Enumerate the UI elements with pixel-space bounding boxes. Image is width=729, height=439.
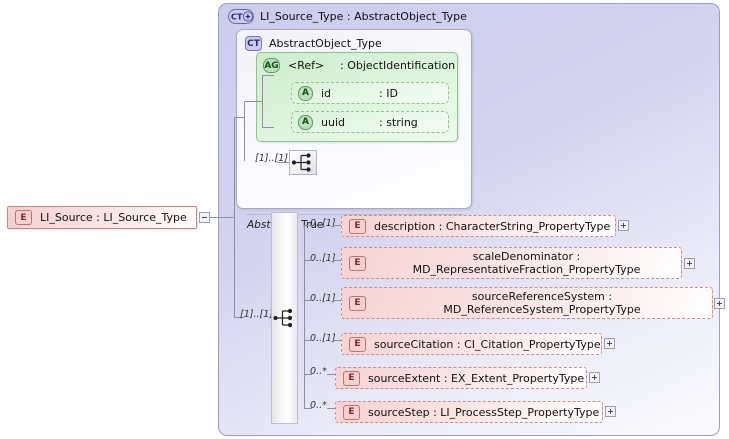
connector-line [262, 75, 263, 127]
element-box-sourcestep[interactable]: E sourceStep : LI_ProcessStep_PropertyTy… [335, 401, 603, 423]
connector-line [262, 127, 274, 128]
sequence-compositor-icon[interactable] [289, 150, 317, 175]
attribute-name-id: id [321, 86, 332, 100]
element-icon: E [349, 218, 366, 234]
element-box-sourceextent[interactable]: E sourceExtent : EX_Extent_PropertyType [335, 367, 587, 389]
cardinality-label-sourcecitation: 0..[1] [310, 333, 336, 344]
connector-line [304, 260, 312, 261]
expand-toggle-scaledenominator[interactable] [684, 258, 695, 269]
element-icon: E [349, 295, 366, 311]
connector-line [304, 225, 312, 226]
element-label-description: description : CharacterString_PropertyTy… [374, 219, 611, 233]
connector-line [333, 225, 343, 226]
attributegroup-ref-label: <Ref> [288, 59, 325, 72]
attributegroup-type-label: : ObjectIdentification [340, 59, 456, 72]
connector-line [327, 408, 337, 409]
abstract-value-label: True [301, 219, 324, 231]
expand-toggle-sourcereferencesystem[interactable] [714, 298, 725, 309]
attribute-name-uuid: uuid [321, 115, 345, 129]
base-complextype-label: AbstractObject_Type [269, 37, 382, 50]
element-label-li-source: LI_Source : LI_Source_Type [40, 211, 187, 224]
cardinality-label-description: 0..[1] [310, 218, 336, 229]
connector-line [244, 101, 245, 161]
connector-line [234, 317, 244, 318]
complextype-header: CT LI_Source_Type : AbstractObject_Type [228, 9, 467, 24]
connector-line [333, 300, 343, 301]
attribute-icon: A [298, 85, 313, 101]
connector-line [234, 117, 235, 317]
expand-toggle-sourceextent[interactable] [589, 372, 600, 383]
cardinality-label-scaledenominator: 0..[1] [310, 253, 336, 264]
collapse-toggle-li-source[interactable] [199, 212, 210, 223]
element-box-sourcecitation[interactable]: E sourceCitation : CI_Citation_PropertyT… [341, 333, 602, 355]
connector-line [304, 300, 312, 301]
element-label-scaledenominator: scaleDenominator : MD_RepresentativeFrac… [412, 250, 641, 276]
attribute-icon: A [298, 114, 313, 130]
cardinality-label-sourcereferencesystem: 0..[1] [310, 293, 336, 304]
attributegroup-box-objectidentification: AG <Ref> : ObjectIdentification A id : I… [256, 52, 458, 142]
connector-line [333, 260, 343, 261]
connector-line [262, 75, 274, 76]
element-label-sourcecitation: sourceCitation : CI_Citation_PropertyTyp… [374, 337, 601, 351]
element-icon: E [343, 404, 360, 420]
connector-line [304, 225, 305, 409]
attribute-type-uuid: : string [379, 115, 418, 129]
connector-line [210, 217, 234, 218]
complextype-expand-icon[interactable]: CT [228, 9, 254, 24]
abstract-divider [247, 214, 463, 215]
connector-line [244, 101, 262, 102]
element-box-li-source[interactable]: E LI_Source : LI_Source_Type [7, 206, 197, 229]
element-box-description[interactable]: E description : CharacterString_Property… [341, 215, 616, 237]
element-icon: E [349, 336, 366, 352]
expand-toggle-description[interactable] [618, 220, 629, 231]
attribute-type-id: : ID [379, 86, 398, 100]
expand-toggle-sourcestep[interactable] [605, 406, 616, 417]
complextype-icon: CT [245, 36, 262, 51]
cardinality-label-sourceextent: 0..* [310, 366, 327, 377]
cardinality-label-sourcestep: 0..* [310, 400, 327, 411]
expand-toggle-sourcecitation[interactable] [604, 338, 615, 349]
element-label-sourcereferencesystem: sourceReferenceSystem : MD_ReferenceSyst… [443, 290, 641, 316]
connector-line [304, 374, 312, 375]
connector-line [304, 408, 312, 409]
element-box-scaledenominator[interactable]: E scaleDenominator : MD_RepresentativeFr… [341, 247, 682, 279]
element-icon: E [349, 255, 366, 271]
sequence-cardinality-label: [1]..[1] [255, 153, 288, 164]
complextype-title-label: LI_Source_Type : AbstractObject_Type [260, 10, 467, 23]
connector-line [327, 374, 337, 375]
element-box-sourcereferencesystem[interactable]: E sourceReferenceSystem : MD_ReferenceSy… [341, 287, 713, 319]
sequence-compositor-icon[interactable] [272, 306, 297, 330]
svg-text:CT: CT [231, 12, 243, 22]
element-icon: E [343, 370, 360, 386]
element-label-sourcestep: sourceStep : LI_ProcessStep_PropertyType [368, 405, 600, 419]
connector-line [333, 340, 343, 341]
connector-line [277, 162, 289, 163]
attributegroup-header: AG <Ref> : ObjectIdentification [263, 58, 455, 73]
main-sequence-cardinality-label: [1]..[1] [240, 309, 273, 320]
element-icon: E [15, 210, 32, 225]
connector-line [234, 117, 244, 118]
attributegroup-icon: AG [263, 58, 280, 73]
attribute-row-id[interactable]: A id : ID [291, 82, 449, 104]
connector-line [304, 340, 312, 341]
base-complextype-header: CT AbstractObject_Type [245, 36, 382, 51]
element-label-sourceextent: sourceExtent : EX_Extent_PropertyType [368, 371, 585, 385]
attribute-row-uuid[interactable]: A uuid : string [291, 111, 449, 133]
